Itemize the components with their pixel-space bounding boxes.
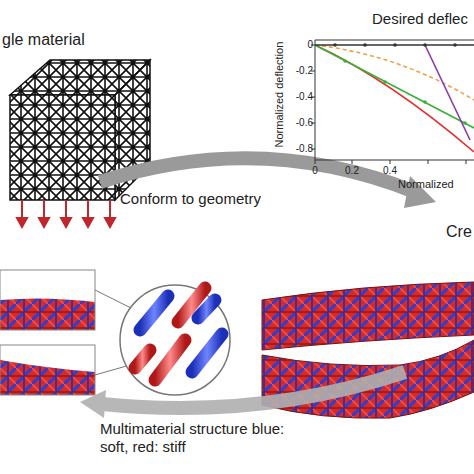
process-arrow	[80, 372, 405, 418]
tick-label: -0.4	[296, 91, 313, 103]
detail-boxes	[0, 270, 135, 395]
step-label: Multimaterial structure blue: soft, red:…	[100, 420, 285, 456]
process-arrow	[100, 158, 436, 208]
step-label: Conform to geometry	[120, 190, 261, 208]
deflection-chart	[311, 40, 474, 164]
tick-label: -0.2	[296, 65, 313, 77]
tick-label: -0.6	[296, 117, 313, 129]
material-inset	[120, 285, 230, 395]
chart-title: Desired deflec	[372, 10, 468, 28]
step-label: Cre	[446, 222, 472, 241]
tick-label: 0.2	[345, 165, 359, 177]
load-arrows	[17, 200, 115, 227]
title-text: gle material	[2, 30, 85, 49]
tick-label: 0.4	[383, 165, 397, 177]
tick-label: -0.8	[296, 143, 313, 155]
axis-label: Normalized	[398, 178, 454, 191]
tick-label: 0	[312, 165, 318, 177]
tick-label: 0	[307, 39, 313, 51]
axis-label: Normalized deflection	[273, 42, 286, 148]
